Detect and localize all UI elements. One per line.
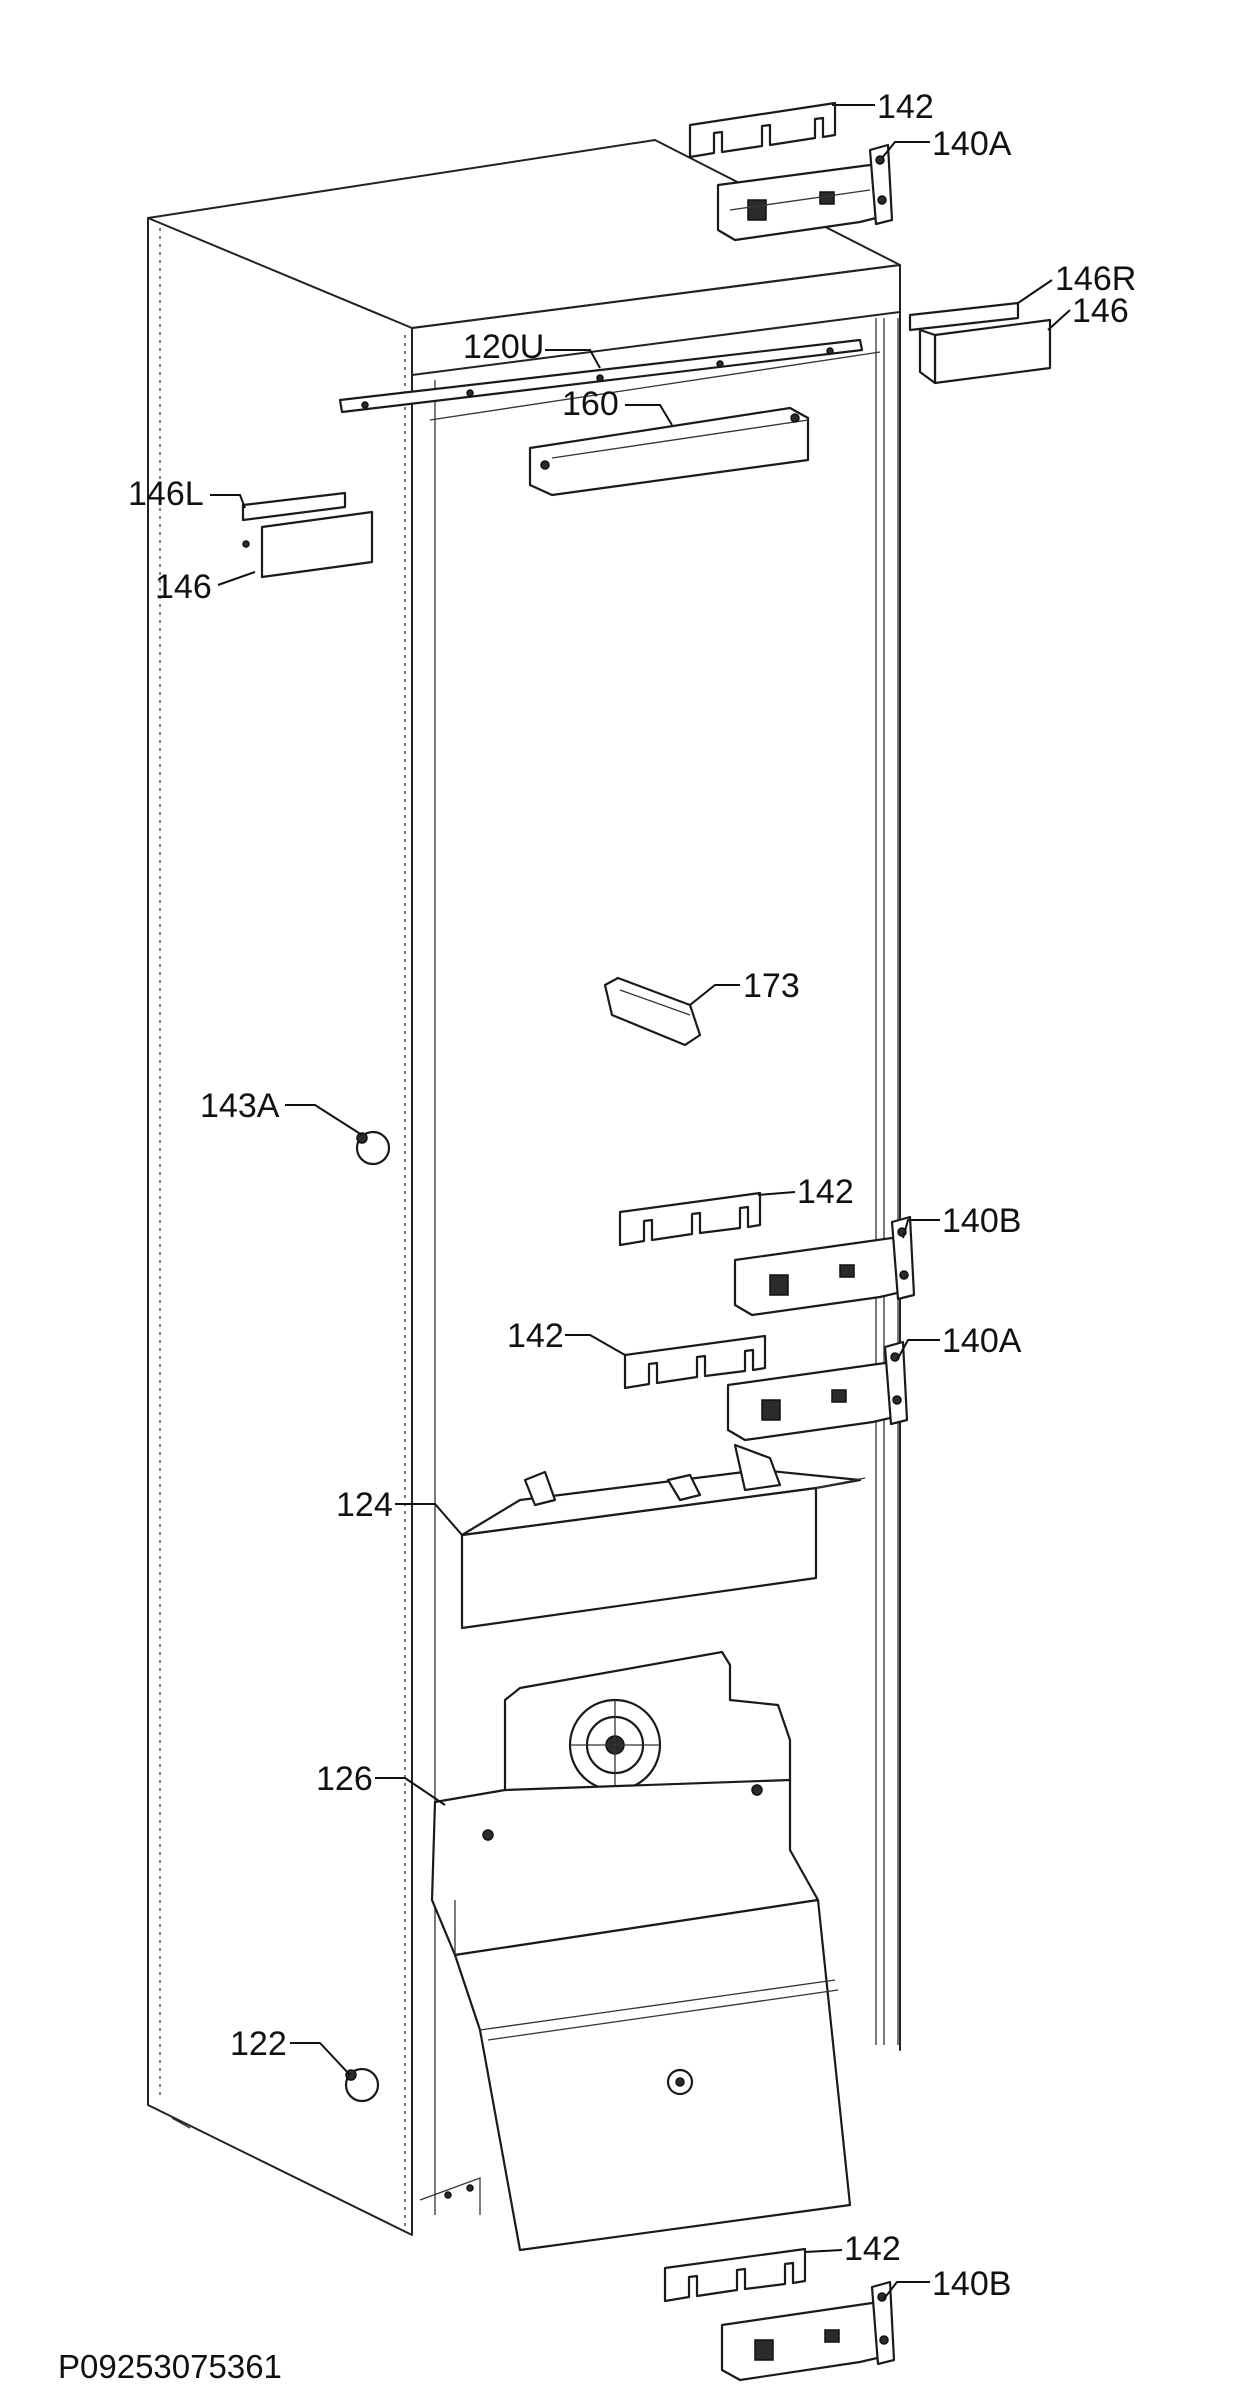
callout-142-mid2: 142 bbox=[507, 1317, 564, 1355]
callout-142-bot: 142 bbox=[844, 2230, 901, 2268]
callout-140A-mid: 140A bbox=[942, 1322, 1022, 1360]
cover-124 bbox=[460, 1443, 866, 1630]
callout-143A: 143A bbox=[200, 1087, 280, 1125]
callout-120U: 120U bbox=[463, 328, 544, 366]
strip-120U bbox=[338, 338, 864, 414]
hinge-shim-142-top bbox=[688, 101, 837, 159]
callout-142-mid: 142 bbox=[797, 1173, 854, 1211]
clip-173 bbox=[603, 976, 702, 1047]
callout-160: 160 bbox=[562, 385, 619, 423]
cover-146-left bbox=[242, 510, 374, 579]
plug-143A bbox=[355, 1130, 391, 1166]
drawing-code: P09253075361 bbox=[58, 2348, 282, 2385]
leader-lines bbox=[210, 104, 1071, 2301]
plug-122 bbox=[344, 2067, 380, 2103]
cover-146-right bbox=[918, 318, 1052, 385]
callout-126: 126 bbox=[316, 1760, 373, 1798]
cover-146R bbox=[908, 301, 1020, 332]
fan-panel-126 bbox=[430, 1650, 852, 2252]
light-cover-160 bbox=[528, 406, 810, 497]
hinge-140B-mid bbox=[733, 1215, 916, 1317]
callout-labels: 142 140A 146R 146 120U 160 146L 146 173 … bbox=[128, 88, 1136, 2303]
callout-146-right: 146 bbox=[1072, 292, 1129, 330]
hinge-shim-142-mid2 bbox=[623, 1334, 767, 1390]
hinge-140A-top bbox=[716, 143, 894, 242]
callout-146L: 146L bbox=[128, 475, 204, 513]
callout-140B-bot: 140B bbox=[932, 2265, 1011, 2303]
hinge-140B-bot bbox=[720, 2280, 896, 2382]
callout-173: 173 bbox=[743, 967, 800, 1005]
hinge-140A-mid bbox=[726, 1340, 909, 1442]
callout-146-left: 146 bbox=[155, 568, 212, 606]
hinge-shim-142-bot bbox=[663, 2247, 807, 2303]
callout-146R: 146R bbox=[1055, 260, 1136, 298]
callout-140B-mid: 140B bbox=[942, 1202, 1021, 1240]
callout-140A-top: 140A bbox=[932, 125, 1012, 163]
callout-142-top: 142 bbox=[877, 88, 934, 126]
cover-146L bbox=[241, 491, 347, 522]
callout-122: 122 bbox=[230, 2025, 287, 2063]
hinge-shim-142-mid bbox=[618, 1191, 762, 1247]
cabinet-body bbox=[147, 139, 901, 2236]
callout-124: 124 bbox=[336, 1486, 393, 1524]
